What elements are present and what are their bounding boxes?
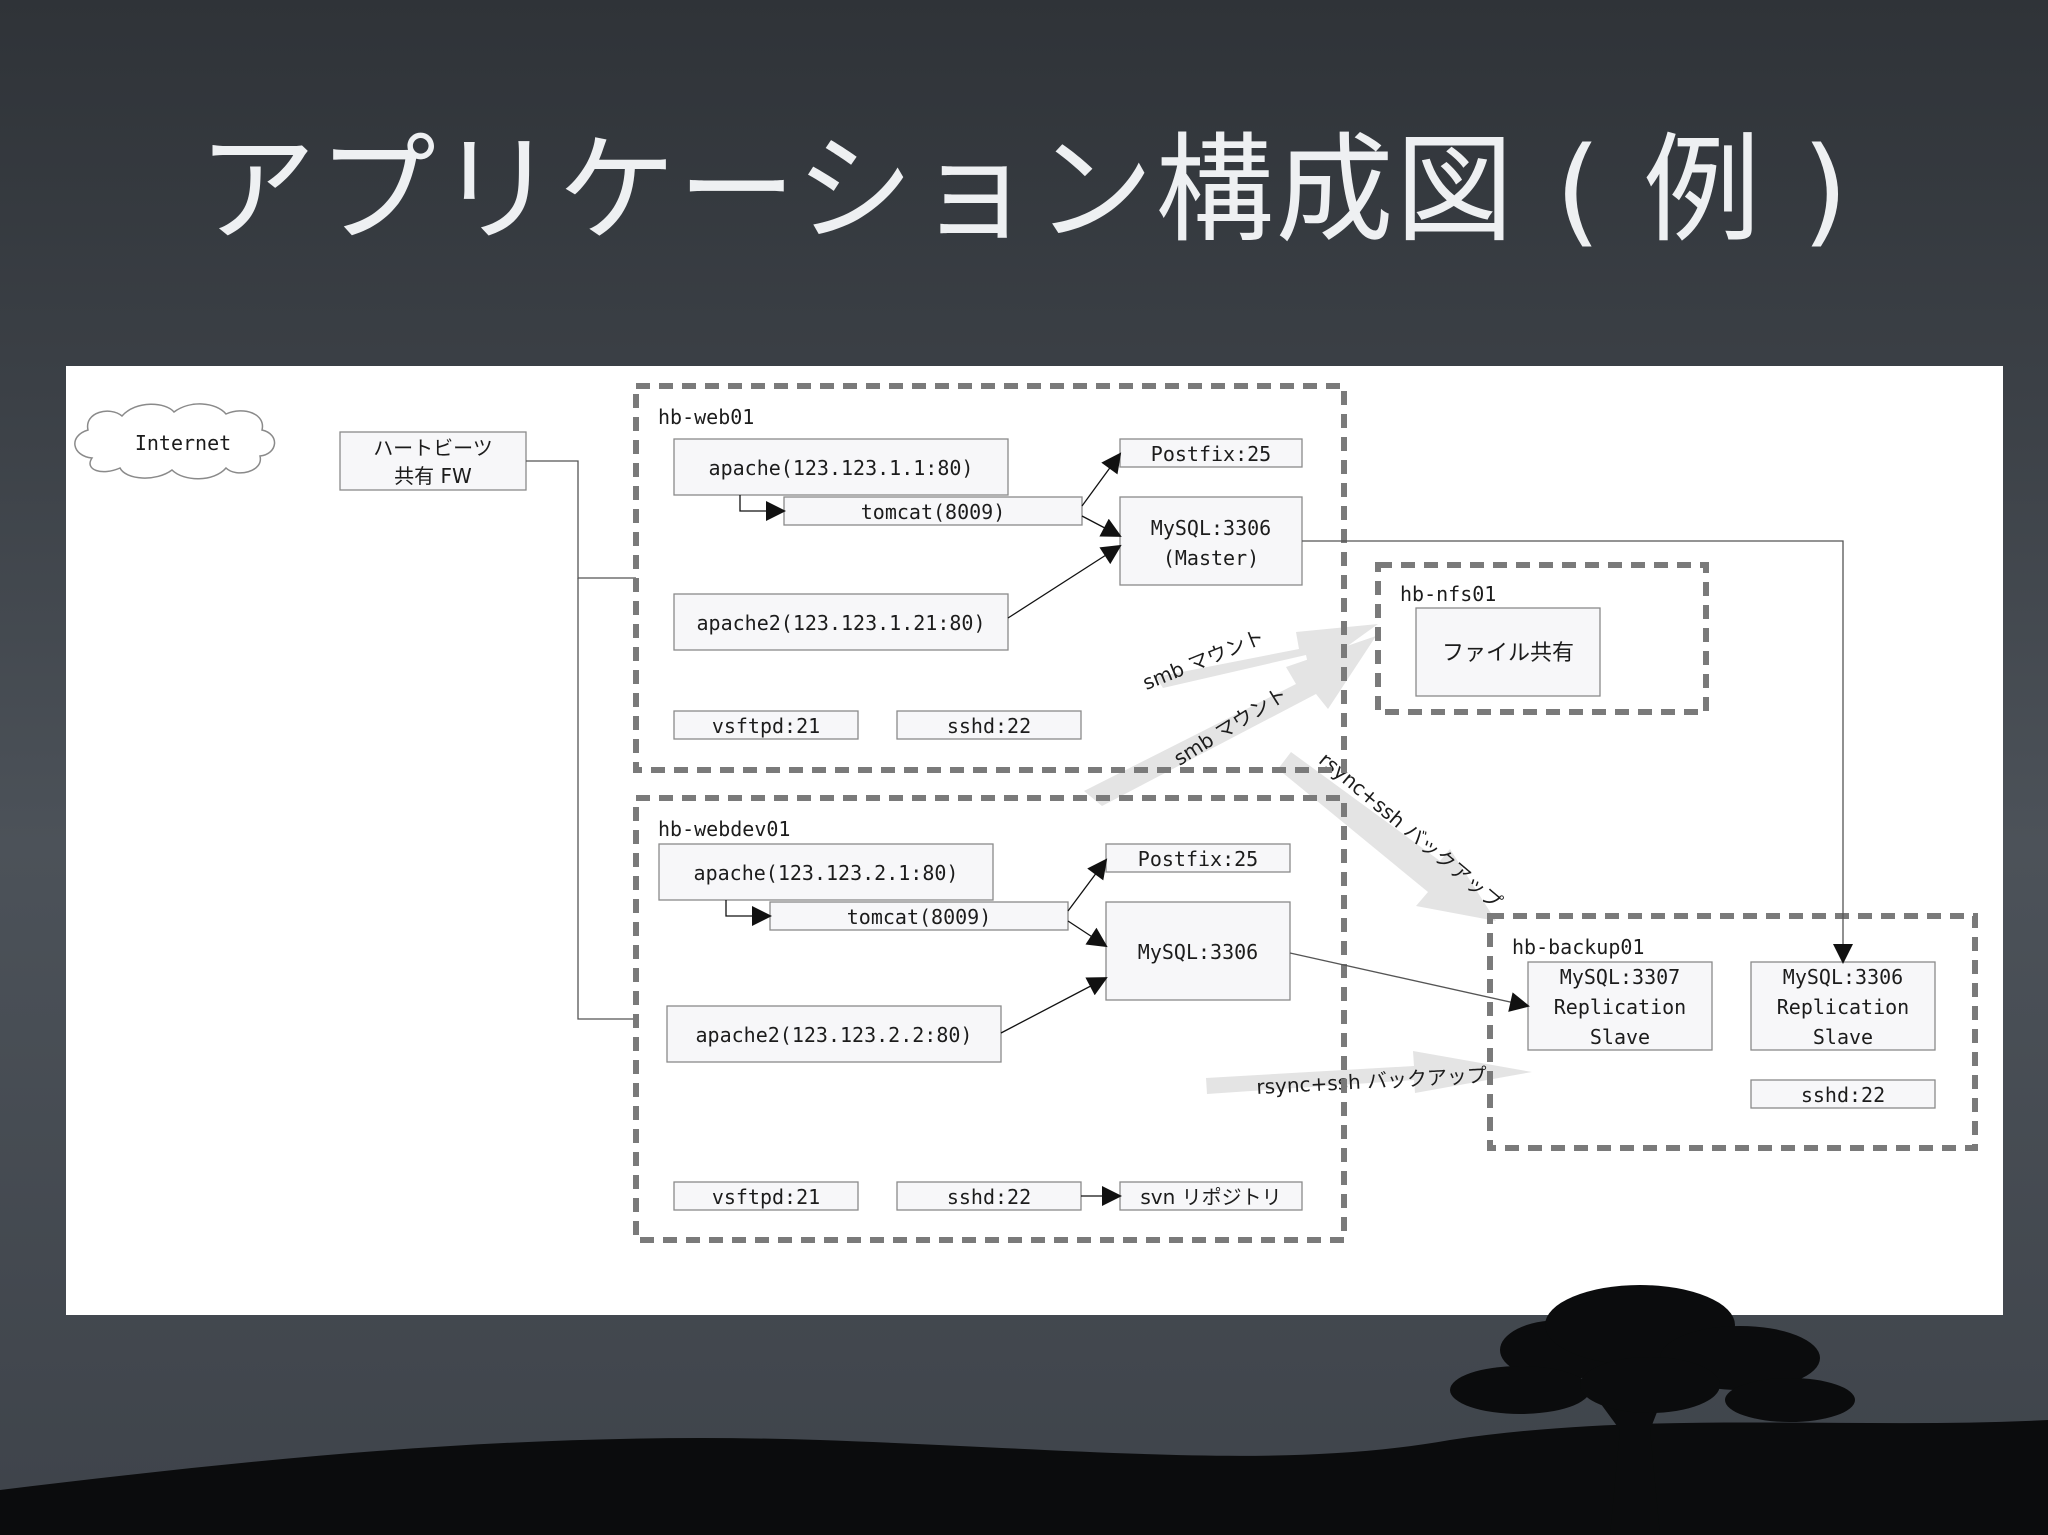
web01-vsftpd-label: vsftpd:21 <box>712 714 820 738</box>
firewall-label-line1: ハートビーツ <box>373 436 493 460</box>
webdev01-apache2-to-mysql <box>1000 977 1108 1034</box>
web01-mysql-label-line1: MySQL:3306 <box>1151 516 1271 540</box>
web01-apache2-to-mysql <box>1007 544 1122 619</box>
web01-apache-box <box>673 438 1009 496</box>
webdev01-tomcat-box <box>769 901 1069 931</box>
fw-to-web01-line <box>526 460 636 579</box>
web01-mysql-label-line2: (Master) <box>1163 546 1259 570</box>
webdev01-apache-label: apache(123.123.2.1:80) <box>694 861 959 885</box>
backup01-sshd-label: sshd:22 <box>1801 1083 1885 1107</box>
web01-tomcat-to-mysql <box>1081 515 1122 537</box>
slide-title: アプリケーション構成図 ( 例 ) <box>197 121 1851 259</box>
group-hb-web01 <box>633 383 1347 773</box>
backup01-mysql3306-line1: MySQL:3306 <box>1783 965 1903 989</box>
webdev01-vsftpd-label: vsftpd:21 <box>712 1185 820 1209</box>
group-hb-nfs01 <box>1375 562 1709 715</box>
backup01-mysql3306-box <box>1750 961 1936 1051</box>
backup01-mysql3307-line1: MySQL:3307 <box>1560 965 1680 989</box>
firewall-box <box>339 431 527 491</box>
webdev-mysql-to-slave3307-line <box>1289 952 1530 1012</box>
internet-label: Internet <box>135 431 231 455</box>
rsync-backup-arrow-1 <box>1278 752 1496 921</box>
web01-vsftpd-box <box>673 710 859 740</box>
webdev01-postfix-label: Postfix:25 <box>1138 847 1258 871</box>
webdev01-svn-label: svn リポジトリ <box>1140 1185 1281 1209</box>
web01-sshd-label: sshd:22 <box>947 714 1031 738</box>
backup01-mysql3306-line3: Slave <box>1813 1025 1873 1049</box>
hb-webdev01-label: hb-webdev01 <box>658 817 790 841</box>
webdev01-mysql-box <box>1105 901 1291 1001</box>
web01-apache2-box <box>673 593 1009 651</box>
master-to-slave3306-line <box>1302 540 1853 964</box>
web01-apache-label: apache(123.123.1.1:80) <box>709 456 974 480</box>
hb-backup01-label: hb-backup01 <box>1512 935 1644 959</box>
webdev01-sshd-label: sshd:22 <box>947 1185 1031 1209</box>
webdev01-mysql-label: MySQL:3306 <box>1138 940 1258 964</box>
smb-mount-arrow-2 <box>1084 636 1376 806</box>
architecture-diagram: smb マウント smb マウント rsync+ssh バックアップ rsync… <box>74 383 1978 1243</box>
hb-web01-label: hb-web01 <box>658 405 754 429</box>
web01-postfix-label: Postfix:25 <box>1151 442 1271 466</box>
nfs01-share-box <box>1415 607 1601 697</box>
backup01-mysql3307-line2: Replication <box>1554 995 1686 1019</box>
webdev01-svn-box <box>1119 1181 1303 1211</box>
firewall-label-line2: 共有 FW <box>394 464 472 488</box>
nfs01-share-label: ファイル共有 <box>1442 641 1574 666</box>
rsync-backup-arrow-2 <box>1206 1051 1532 1094</box>
web01-apache2-label: apache2(123.123.1.21:80) <box>697 611 986 635</box>
webdev01-apache-box <box>658 843 994 901</box>
backup01-sshd-box <box>1750 1079 1936 1109</box>
web01-tomcat-box <box>783 496 1083 526</box>
backup01-mysql3307-line3: Slave <box>1590 1025 1650 1049</box>
web01-postfix-box <box>1119 438 1303 468</box>
rsync-backup-label-2: rsync+ssh バックアップ <box>1256 1063 1488 1099</box>
webdev01-apache2-box <box>666 1005 1002 1063</box>
web01-mysql-box <box>1119 496 1303 586</box>
smb-mount-label-2: smb マウント <box>1169 682 1291 771</box>
webdev01-tomcat-to-mysql <box>1067 920 1108 948</box>
hb-nfs01-label: hb-nfs01 <box>1400 582 1496 606</box>
group-hb-backup01 <box>1487 913 1978 1151</box>
webdev01-tomcat-label: tomcat(8009) <box>847 905 992 929</box>
webdev01-tomcat-to-postfix <box>1067 858 1108 912</box>
webdev01-apache-to-tomcat <box>725 900 772 926</box>
smb-mount-arrow-1 <box>1156 624 1378 688</box>
diagram-panel: smb マウント smb マウント rsync+ssh バックアップ rsync… <box>66 366 2003 1315</box>
tree-silhouette-decoration <box>0 1285 2048 1535</box>
web01-tomcat-to-postfix <box>1081 452 1122 507</box>
webdev01-postfix-box <box>1105 843 1291 873</box>
fw-to-webdev01-line <box>577 578 636 1020</box>
group-hb-webdev01 <box>633 795 1347 1243</box>
webdev01-vsftpd-box <box>673 1181 859 1211</box>
internet-cloud: Internet <box>74 403 276 480</box>
webdev01-apache2-label: apache2(123.123.2.2:80) <box>696 1023 973 1047</box>
web01-tomcat-label: tomcat(8009) <box>861 500 1006 524</box>
web01-sshd-box <box>896 710 1082 740</box>
backup01-mysql3306-line2: Replication <box>1777 995 1909 1019</box>
backup01-mysql3307-box <box>1527 961 1713 1051</box>
web01-apache-to-tomcat <box>739 495 786 521</box>
